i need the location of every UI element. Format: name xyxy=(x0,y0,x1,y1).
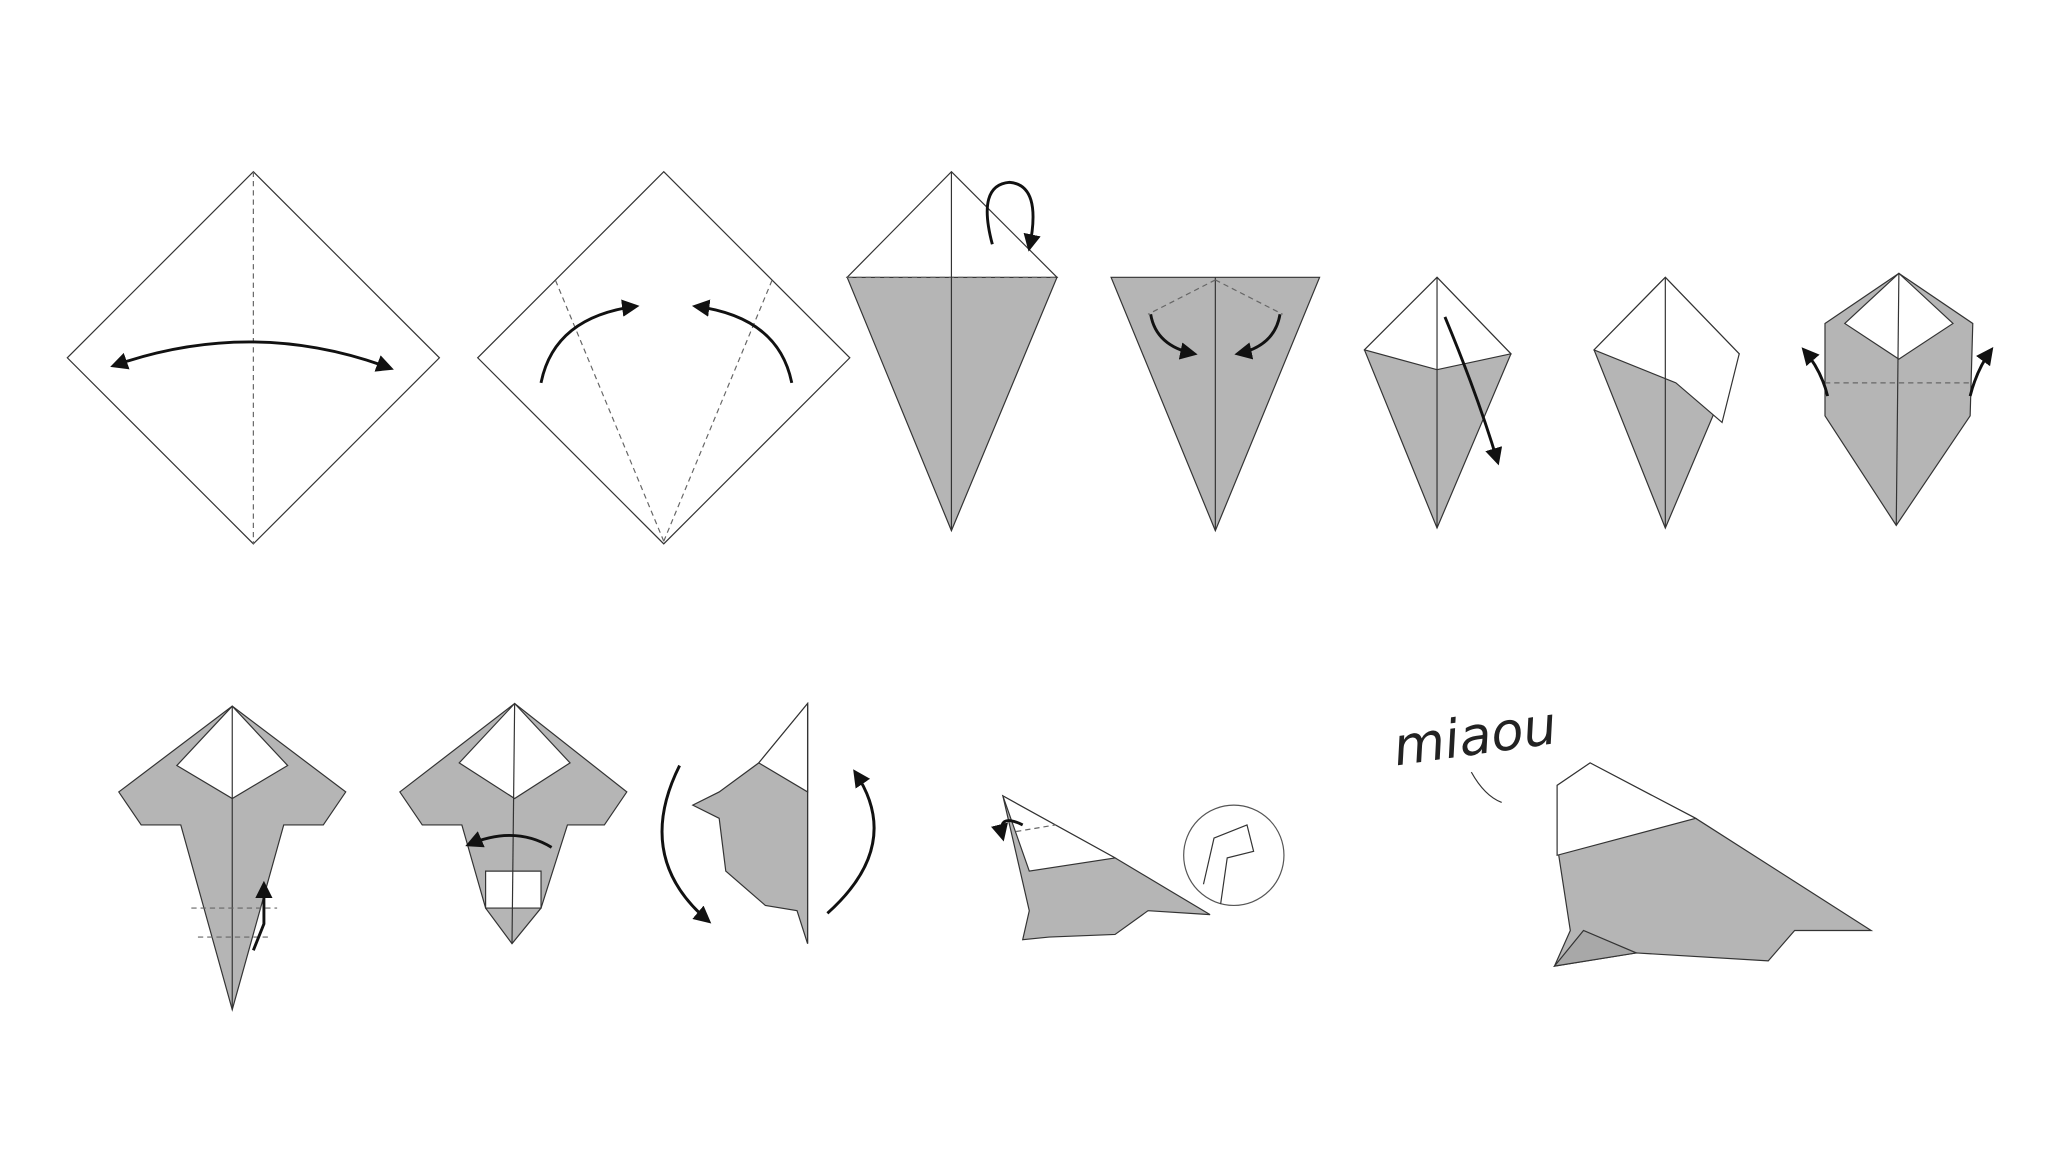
fold-arrow-icon xyxy=(1968,347,1994,397)
detail-circle xyxy=(1183,804,1285,907)
step-3 xyxy=(845,170,1059,533)
fold-arrow-icon xyxy=(465,831,553,849)
step-11 xyxy=(991,794,1285,941)
step-7 xyxy=(1801,272,1994,527)
fold-arrow-icon xyxy=(1149,313,1198,360)
step-12-final-bird: miaou xyxy=(1389,695,1874,967)
fold-arrow-icon xyxy=(1234,313,1282,360)
step-2-kite-fold xyxy=(476,170,851,545)
step-4 xyxy=(1110,276,1321,533)
step-1-square-fold xyxy=(66,170,441,545)
step-5 xyxy=(1363,276,1513,530)
pleat-arrow-icon xyxy=(252,880,273,951)
fold-arrow-icon xyxy=(991,819,1024,842)
rotate-arrow-icon xyxy=(660,764,712,924)
miaou-annotation: miaou xyxy=(1389,695,1560,778)
rotate-arrow-icon xyxy=(826,769,876,915)
pull-arrow-icon xyxy=(1443,316,1503,466)
fold-arrow-icon xyxy=(539,299,640,384)
step-6 xyxy=(1593,276,1740,530)
double-arrow-icon xyxy=(110,340,394,372)
step-10 xyxy=(660,701,876,944)
step-9 xyxy=(399,702,628,945)
fold-arrow-icon xyxy=(1801,347,1830,397)
fold-arrow-icon xyxy=(691,299,794,384)
step-8 xyxy=(117,705,347,1012)
turn-over-arrow-icon xyxy=(985,180,1041,252)
